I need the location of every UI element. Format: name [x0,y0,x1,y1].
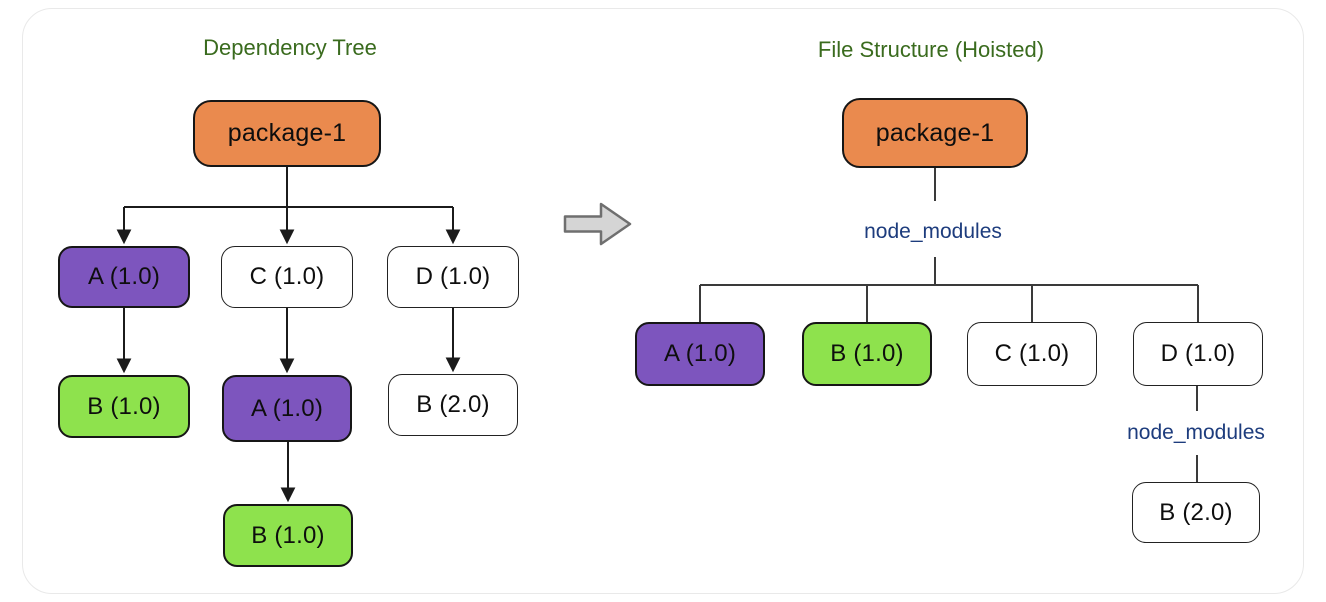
tree-node-L_D: D (1.0) [387,246,519,308]
tree-node-L_B2: B (2.0) [388,374,518,436]
tree-node-R_A: A (1.0) [635,322,765,386]
right-tree-title: File Structure (Hoisted) [817,37,1045,62]
tree-node-L_C: C (1.0) [221,246,353,308]
tree-node-L_A2: A (1.0) [222,375,352,442]
tree-node-L_B1: B (1.0) [58,375,190,438]
tree-node-L_pkg: package-1 [193,100,381,167]
tree-node-R_B: B (1.0) [802,322,932,386]
tree-node-R_D: D (1.0) [1133,322,1263,386]
tree-node-L_B3: B (1.0) [223,504,353,567]
left-tree-title: Dependency Tree [203,35,377,60]
tree-node-R_pkg: package-1 [842,98,1028,168]
tree-node-R_B2: B (2.0) [1132,482,1260,543]
tree-node-L_A: A (1.0) [58,246,190,308]
tree-node-R_C: C (1.0) [967,322,1097,386]
diagram-card [22,8,1304,594]
root-node-modules-label: node_modules [864,220,1002,243]
nested-node-modules-label: node_modules [1127,421,1265,444]
